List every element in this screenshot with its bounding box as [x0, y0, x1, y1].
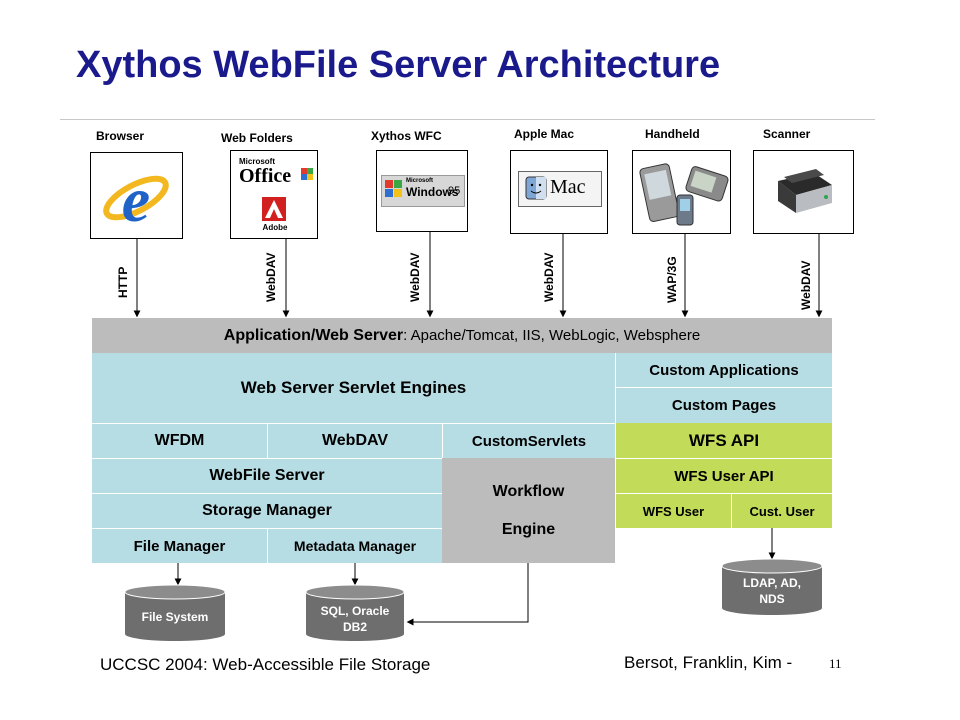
- wfs-user-api-box: WFS User API: [615, 458, 832, 493]
- storage-manager-box: Storage Manager: [92, 493, 442, 528]
- client-label-apple-mac: Apple Mac: [514, 127, 575, 141]
- sql-db-label-line1: SQL, Oracle: [320, 604, 390, 618]
- page-title: Xythos WebFile Server Architecture: [76, 44, 721, 86]
- custom-pages-box: Custom Pages: [615, 387, 832, 423]
- servlet-engines-box: Web Server Servlet Engines: [92, 353, 615, 423]
- client-label-web-folders: Web Folders: [221, 131, 293, 145]
- app-web-server-box: Application/Web Server: Apache/Tomcat, I…: [92, 318, 832, 353]
- windows95-icon: Microsoft Windows 95: [376, 150, 468, 232]
- wfs-api-box: WFS API: [615, 423, 832, 458]
- sql-db-store: [305, 584, 405, 641]
- ldap-label-line1: LDAP, AD,: [742, 576, 801, 590]
- footer-left: UCCSC 2004: Web-Accessible File Storage: [100, 655, 431, 674]
- workflow-engine-box: Workflow Engine: [442, 458, 615, 563]
- metadata-manager-box: Metadata Manager: [267, 528, 442, 563]
- title-divider: [60, 119, 875, 120]
- footer-authors: Bersot, Franklin, Kim -: [624, 653, 793, 672]
- handheld-devices-icon: [632, 150, 731, 234]
- client-label-browser: Browser: [96, 129, 145, 143]
- webfile-server-box: WebFile Server: [92, 458, 442, 493]
- mac-os-icon: Mac: [510, 150, 608, 234]
- custom-servlets-box: CustomServlets: [442, 423, 615, 458]
- sql-db-label-line2: DB2: [342, 620, 367, 634]
- file-system-label: File System: [141, 610, 209, 624]
- wfdm-box: WFDM: [92, 423, 267, 458]
- ldap-store: [721, 558, 823, 615]
- office-adobe-icon: Microsoft Office Adobe: [230, 150, 318, 239]
- client-label-xythos-wfc: Xythos WFC: [371, 129, 442, 143]
- page-number: 11: [829, 656, 842, 671]
- ldap-label-line2: NDS: [759, 592, 785, 606]
- svg-text:e: e: [122, 164, 150, 235]
- client-label-scanner: Scanner: [763, 127, 811, 141]
- wfs-user-box: WFS User: [615, 493, 731, 528]
- cust-user-box: Cust. User: [731, 493, 832, 528]
- internet-explorer-icon: e: [90, 152, 183, 239]
- scanner-icon: [753, 150, 854, 234]
- file-manager-box: File Manager: [92, 528, 267, 563]
- file-system-store: [124, 584, 226, 641]
- webdav-box: WebDAV: [267, 423, 442, 458]
- client-label-handheld: Handheld: [645, 127, 700, 141]
- custom-applications-box: Custom Applications: [615, 353, 832, 387]
- arrow-workflow-db: [406, 563, 529, 626]
